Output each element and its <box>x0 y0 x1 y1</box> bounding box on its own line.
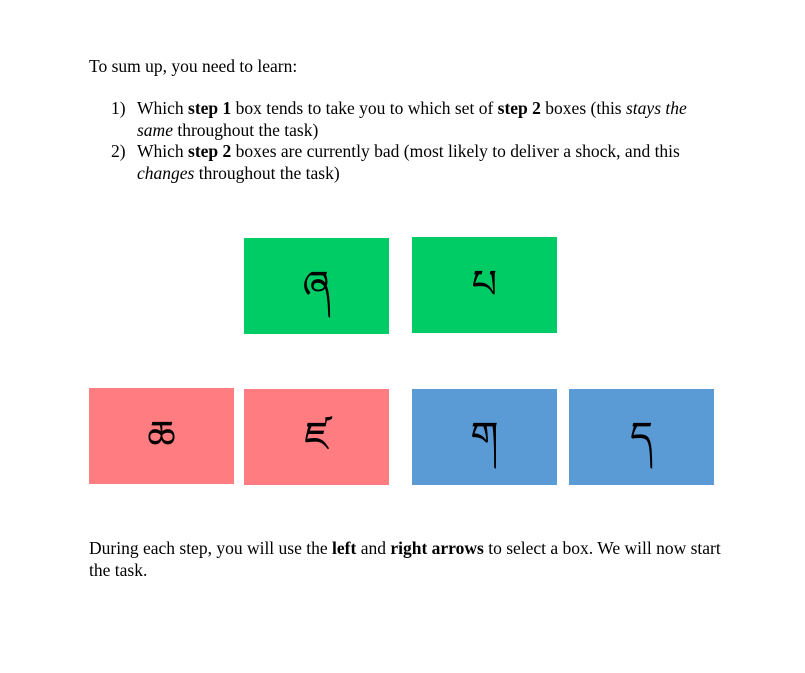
bold-text: step 2 <box>497 98 541 118</box>
tibetan-letter-pa-glyph: པ <box>471 262 498 308</box>
item-number: 2) <box>111 141 126 161</box>
text-run: and <box>356 538 391 558</box>
text-run: throughout the task) <box>172 119 319 140</box>
bold-text: left <box>332 538 357 558</box>
step2-box-red-2: ཛ <box>244 389 389 485</box>
step1-box-left: ཞ <box>244 238 389 334</box>
italic-text: changes <box>137 162 195 183</box>
text-run: Which <box>137 141 189 161</box>
text-run: boxes are currently bad (most likely to … <box>231 141 680 161</box>
tibetan-letter-da-glyph: ད <box>629 414 654 460</box>
tibetan-letter-zha-glyph: ཞ <box>302 263 331 309</box>
item-number: 1) <box>111 98 126 118</box>
bold-text: right arrows <box>390 538 484 558</box>
text-run: to select a box. We will now start the t… <box>89 538 721 580</box>
step2-box-blue-1: ག <box>412 389 557 485</box>
tibetan-letter-ga-glyph: ག <box>470 414 499 460</box>
step2-box-blue-2: ད <box>569 389 714 485</box>
tibetan-letter-cha-glyph: ཆ <box>147 413 176 459</box>
italic-text: stays the same <box>137 98 687 140</box>
step2-box-red-1: ཆ <box>89 388 234 484</box>
bold-text: step 2 <box>188 141 232 161</box>
instruction-list: 1) Which step 1 box tends to take you to… <box>89 98 709 184</box>
instruction-item-2: 2) Which step 2 boxes are currently bad … <box>89 141 709 184</box>
outro-text: During each step, you will use the left … <box>89 538 729 581</box>
text-run: throughout the task) <box>194 162 340 183</box>
item-text: Which step 1 box tends to take you to wh… <box>137 98 687 140</box>
step1-box-right: པ <box>412 237 557 333</box>
tibetan-letter-dza-glyph: ཛ <box>304 414 329 460</box>
intro-text: To sum up, you need to learn: <box>89 56 298 76</box>
bold-text: step 1 <box>188 98 232 118</box>
text-run: During each step, you will use the <box>89 538 333 558</box>
text-run: box tends to take you to which set of <box>231 98 498 118</box>
text-run: Which <box>137 98 189 118</box>
text-run: boxes (this <box>540 98 626 118</box>
item-text: Which step 2 boxes are currently bad (mo… <box>137 141 680 183</box>
instruction-item-1: 1) Which step 1 box tends to take you to… <box>89 98 709 141</box>
